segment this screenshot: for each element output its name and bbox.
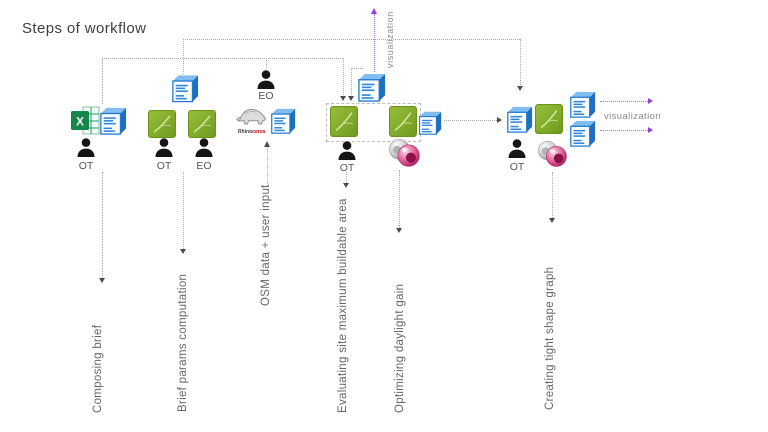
connector-step2-to-step6 — [183, 39, 520, 40]
data-box-icon-step6-left — [506, 104, 533, 135]
arrowhead-tight-shape — [549, 218, 555, 223]
actor-label-step6: OT — [509, 161, 525, 173]
connector-step6-drop — [520, 39, 521, 85]
person-icon-step4 — [337, 141, 357, 161]
person-icon-step2-b — [194, 138, 214, 158]
arrowhead-evaluating-area — [343, 183, 349, 188]
arrowhead-into-step4-b — [348, 96, 354, 101]
grasshopper-icon-step6 — [535, 104, 563, 134]
connector-step4-to-step6 — [444, 120, 497, 121]
stem-tight-shape — [552, 172, 553, 218]
person-icon-step3 — [256, 70, 276, 90]
data-box-icon-output-2 — [569, 119, 596, 148]
excel-icon: X — [70, 104, 102, 138]
data-box-icon-step2 — [171, 73, 199, 104]
data-box-icon-step4-top — [357, 72, 386, 103]
arrowhead-into-step6 — [517, 86, 523, 91]
galapagos-solver-icon-step4 — [388, 137, 421, 169]
actor-label-step2-b: EO — [196, 160, 212, 172]
step-label-tight-shape: Creating tight shape graph — [544, 266, 556, 410]
person-icon-step1 — [76, 138, 96, 158]
data-box-icon-step1 — [99, 105, 127, 137]
connector-visualization-right-2 — [600, 130, 648, 131]
connector-visualization-up — [374, 14, 375, 72]
actor-label-step3: EO — [258, 90, 274, 102]
step-label-brief-params: Brief params computation — [177, 273, 189, 412]
visualization-right-label: visualization — [604, 111, 661, 122]
stem-osm-input — [267, 147, 268, 186]
rhinoceros-word-red: ceros — [252, 129, 266, 135]
actor-label-step4: OT — [339, 162, 355, 174]
arrowhead-into-step4-a — [340, 96, 346, 101]
arrowhead-brief-params — [180, 249, 186, 254]
step-label-osm-input: OSM data + user input — [260, 184, 272, 306]
rhinoceros-icon — [235, 105, 268, 131]
rhinoceros-word-black: Rhino — [238, 129, 253, 135]
data-box-icon-step4-right — [418, 109, 442, 137]
arrowhead-composing-brief — [99, 278, 105, 283]
connector-step1-drop — [102, 58, 103, 104]
grasshopper-icon-step2-b — [188, 110, 216, 138]
actor-label-step1: OT — [78, 160, 94, 172]
stem-composing-brief — [102, 172, 103, 278]
connector-step1-to-step4 — [102, 58, 343, 59]
connector-bluebox-drop — [351, 68, 352, 95]
visualization-top-label: visualization — [385, 11, 395, 68]
page-title: Steps of workflow — [22, 20, 147, 37]
actor-label-step2-a: OT — [156, 160, 172, 172]
data-box-icon-output-1 — [569, 90, 596, 119]
stem-evaluating-area — [346, 172, 347, 183]
rhinoceros-wordmark: Rhinoceros — [238, 129, 266, 135]
galapagos-solver-icon-step6 — [537, 138, 568, 170]
connector-branch-step3 — [266, 58, 267, 69]
connector-visualization-right-1 — [600, 101, 648, 102]
step-label-optimizing-gain: Optimizing daylight gain — [394, 283, 406, 413]
grasshopper-icon-step4-a — [330, 106, 358, 137]
connector-step2-drop — [183, 39, 184, 74]
stem-brief-params — [183, 172, 184, 249]
connector-bluebox-jog — [351, 68, 363, 69]
data-box-icon-step3 — [270, 106, 296, 136]
arrowhead-step4-to-step6 — [497, 117, 502, 123]
person-icon-step2-a — [154, 138, 174, 158]
excel-letter: X — [76, 115, 84, 129]
grasshopper-icon-step2-a — [148, 110, 176, 138]
arrowhead-visualization-up — [371, 8, 377, 14]
stem-optimizing-gain — [399, 170, 400, 228]
arrowhead-osm-input — [264, 141, 270, 147]
connector-step4-drop — [343, 58, 344, 95]
person-icon-step6 — [507, 139, 527, 159]
arrowhead-visualization-right-2 — [648, 127, 653, 133]
step-label-composing-brief: Composing brief — [92, 324, 104, 413]
arrowhead-optimizing-gain — [396, 228, 402, 233]
grasshopper-icon-step4-b — [389, 106, 417, 137]
arrowhead-visualization-right-1 — [648, 98, 653, 104]
step-label-evaluating-area: Evaluating site maximum buildable area — [337, 198, 349, 413]
